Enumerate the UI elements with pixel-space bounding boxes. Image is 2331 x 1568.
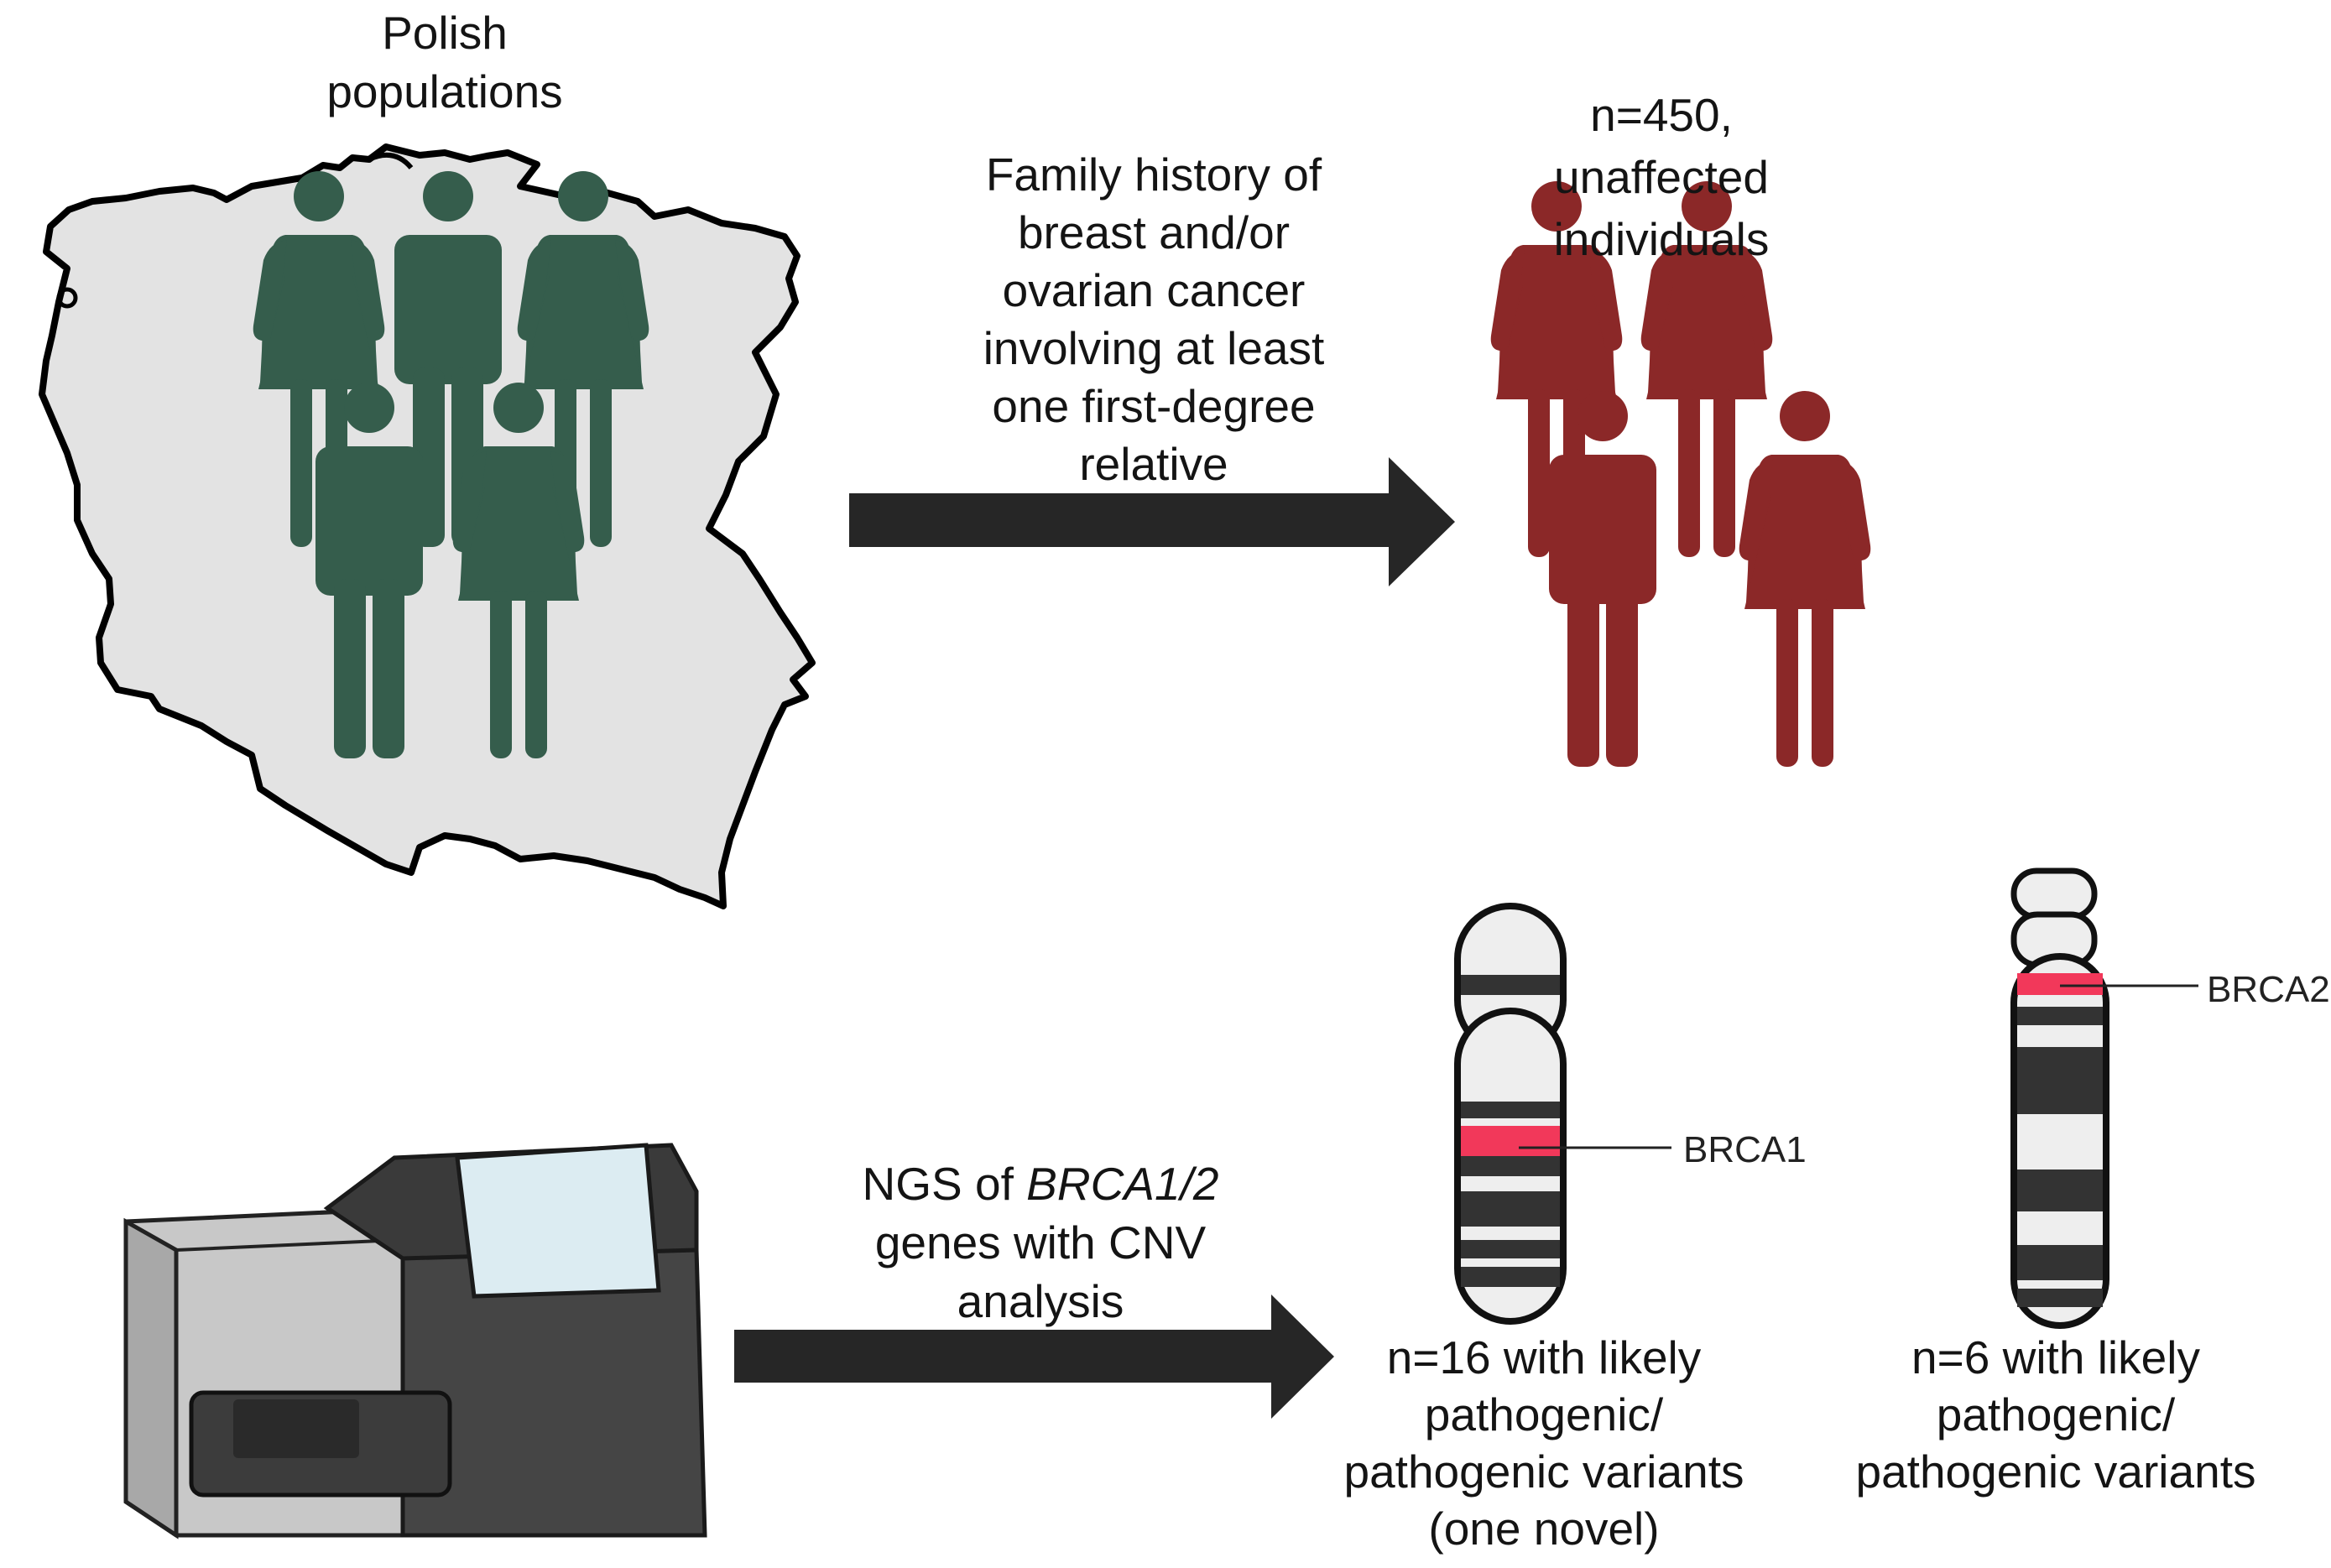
map-coast-detail — [56, 287, 78, 309]
brca2-gene-label: BRCA2 — [2207, 969, 2330, 1010]
label-line: relative — [1079, 438, 1228, 490]
chromosome-icon — [1454, 903, 1671, 1325]
female-figure-icon — [1739, 391, 1871, 767]
label-line: pathogenic variants — [1343, 1446, 1744, 1498]
brca2-result-label: n=6 with likely pathogenic/ pathogenic v… — [1796, 1329, 2316, 1500]
label-text: NGS of — [862, 1158, 1027, 1210]
chromosome-icon — [2010, 867, 2198, 1329]
label-line: NGS of BRCA1/2 — [789, 1154, 1292, 1213]
label-line: ovarian cancer — [1002, 264, 1306, 316]
cohort-label: n=450, unaffected individuals — [1494, 84, 1829, 270]
method-label: NGS of BRCA1/2 genes with CNV analysis — [789, 1154, 1292, 1331]
label-line: Family history of — [985, 148, 1322, 201]
label-line: pathogenic variants — [1855, 1446, 2256, 1498]
source-population-label: Polish populations — [193, 3, 696, 121]
label-line: pathogenic/ — [1936, 1388, 2176, 1440]
map-coast-detail — [368, 152, 414, 170]
label-line: Polish — [382, 7, 508, 59]
label-line: n=450, — [1590, 89, 1733, 141]
label-line: genes with CNV — [874, 1216, 1207, 1268]
label-line: populations — [326, 65, 563, 117]
label-line: analysis — [957, 1275, 1124, 1327]
label-line: unaffected — [1554, 151, 1769, 203]
label-line: involving at least — [983, 322, 1325, 374]
label-line: one first-degree — [992, 380, 1316, 432]
label-line: (one novel) — [1428, 1503, 1660, 1555]
brca2-band — [2017, 973, 2103, 995]
label-line: individuals — [1553, 213, 1770, 265]
sequencer-icon — [123, 1143, 707, 1539]
label-line: pathogenic/ — [1424, 1388, 1664, 1440]
arrow-right-icon — [849, 457, 1455, 586]
brca1-gene-label: BRCA1 — [1683, 1129, 1807, 1170]
brca1-band — [1461, 1126, 1560, 1156]
label-line: n=6 with likely — [1911, 1331, 2200, 1383]
inclusion-criteria-label: Family history of breast and/or ovarian … — [931, 146, 1376, 493]
gene-name: BRCA1/2 — [1026, 1158, 1219, 1210]
brca1-result-label: n=16 with likely pathogenic/ pathogenic … — [1284, 1329, 1804, 1557]
label-line: breast and/or — [1017, 206, 1291, 258]
arrow-right-icon — [734, 1295, 1334, 1419]
label-line: n=16 with likely — [1386, 1331, 1702, 1383]
